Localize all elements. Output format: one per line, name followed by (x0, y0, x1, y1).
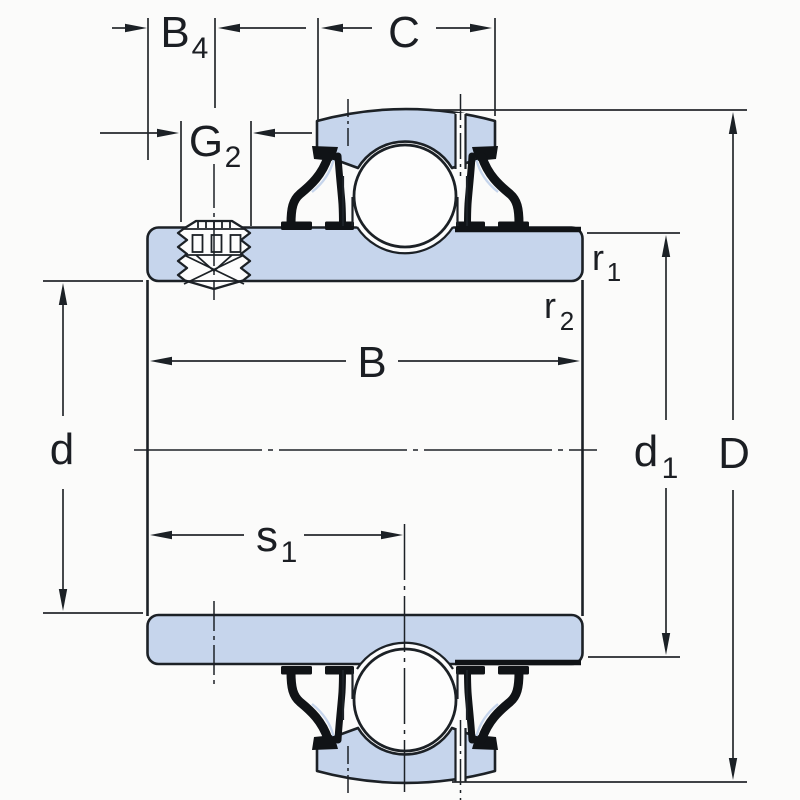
svg-text:2: 2 (225, 141, 242, 174)
label-s1: s 1 (256, 512, 297, 569)
svg-text:s: s (256, 512, 278, 561)
label-d1: d 1 (634, 427, 679, 485)
svg-text:1: 1 (607, 257, 621, 287)
label-d: d (50, 425, 74, 474)
svg-text:1: 1 (281, 536, 298, 569)
label-g2: G 2 (189, 117, 241, 174)
seal-top-left (281, 146, 354, 230)
label-outer-diameter: D (718, 429, 750, 478)
svg-text:r: r (544, 285, 556, 326)
seal-outer-foot (281, 221, 312, 230)
inner-ring-bottom-band (146, 613, 584, 666)
centerlines (134, 94, 597, 800)
dimension-labels: B 4 C G 2 r 1 r 2 B d s 1 d 1 D (50, 8, 750, 569)
outer-ring-top (315, 107, 497, 170)
label-c: C (388, 8, 420, 57)
outer-ring-bottom (315, 726, 497, 785)
seal-outer-lip (286, 152, 333, 229)
extension-lines (43, 18, 747, 783)
dimension-arrows (58, 23, 738, 780)
svg-text:B: B (160, 8, 189, 57)
lube-hole-bottom-gap (455, 727, 466, 783)
dimension-lines (62, 27, 734, 759)
seal-inner-lip (334, 152, 346, 229)
seal-slinger-slit (311, 159, 335, 193)
raceway-groove-top (356, 226, 454, 255)
svg-text:2: 2 (560, 306, 574, 336)
ball-top (352, 143, 458, 249)
svg-text:1: 1 (662, 452, 679, 485)
label-b: B (357, 338, 386, 387)
raceway-shoulders (341, 176, 469, 720)
seal-inner-foot (325, 221, 354, 230)
svg-text:r: r (592, 237, 604, 278)
label-b4: B 4 (160, 8, 208, 65)
svg-text:d: d (634, 427, 658, 476)
label-r2: r 2 (544, 285, 574, 336)
svg-text:G: G (189, 117, 223, 166)
label-r1: r 1 (592, 237, 621, 287)
svg-text:4: 4 (192, 32, 209, 65)
